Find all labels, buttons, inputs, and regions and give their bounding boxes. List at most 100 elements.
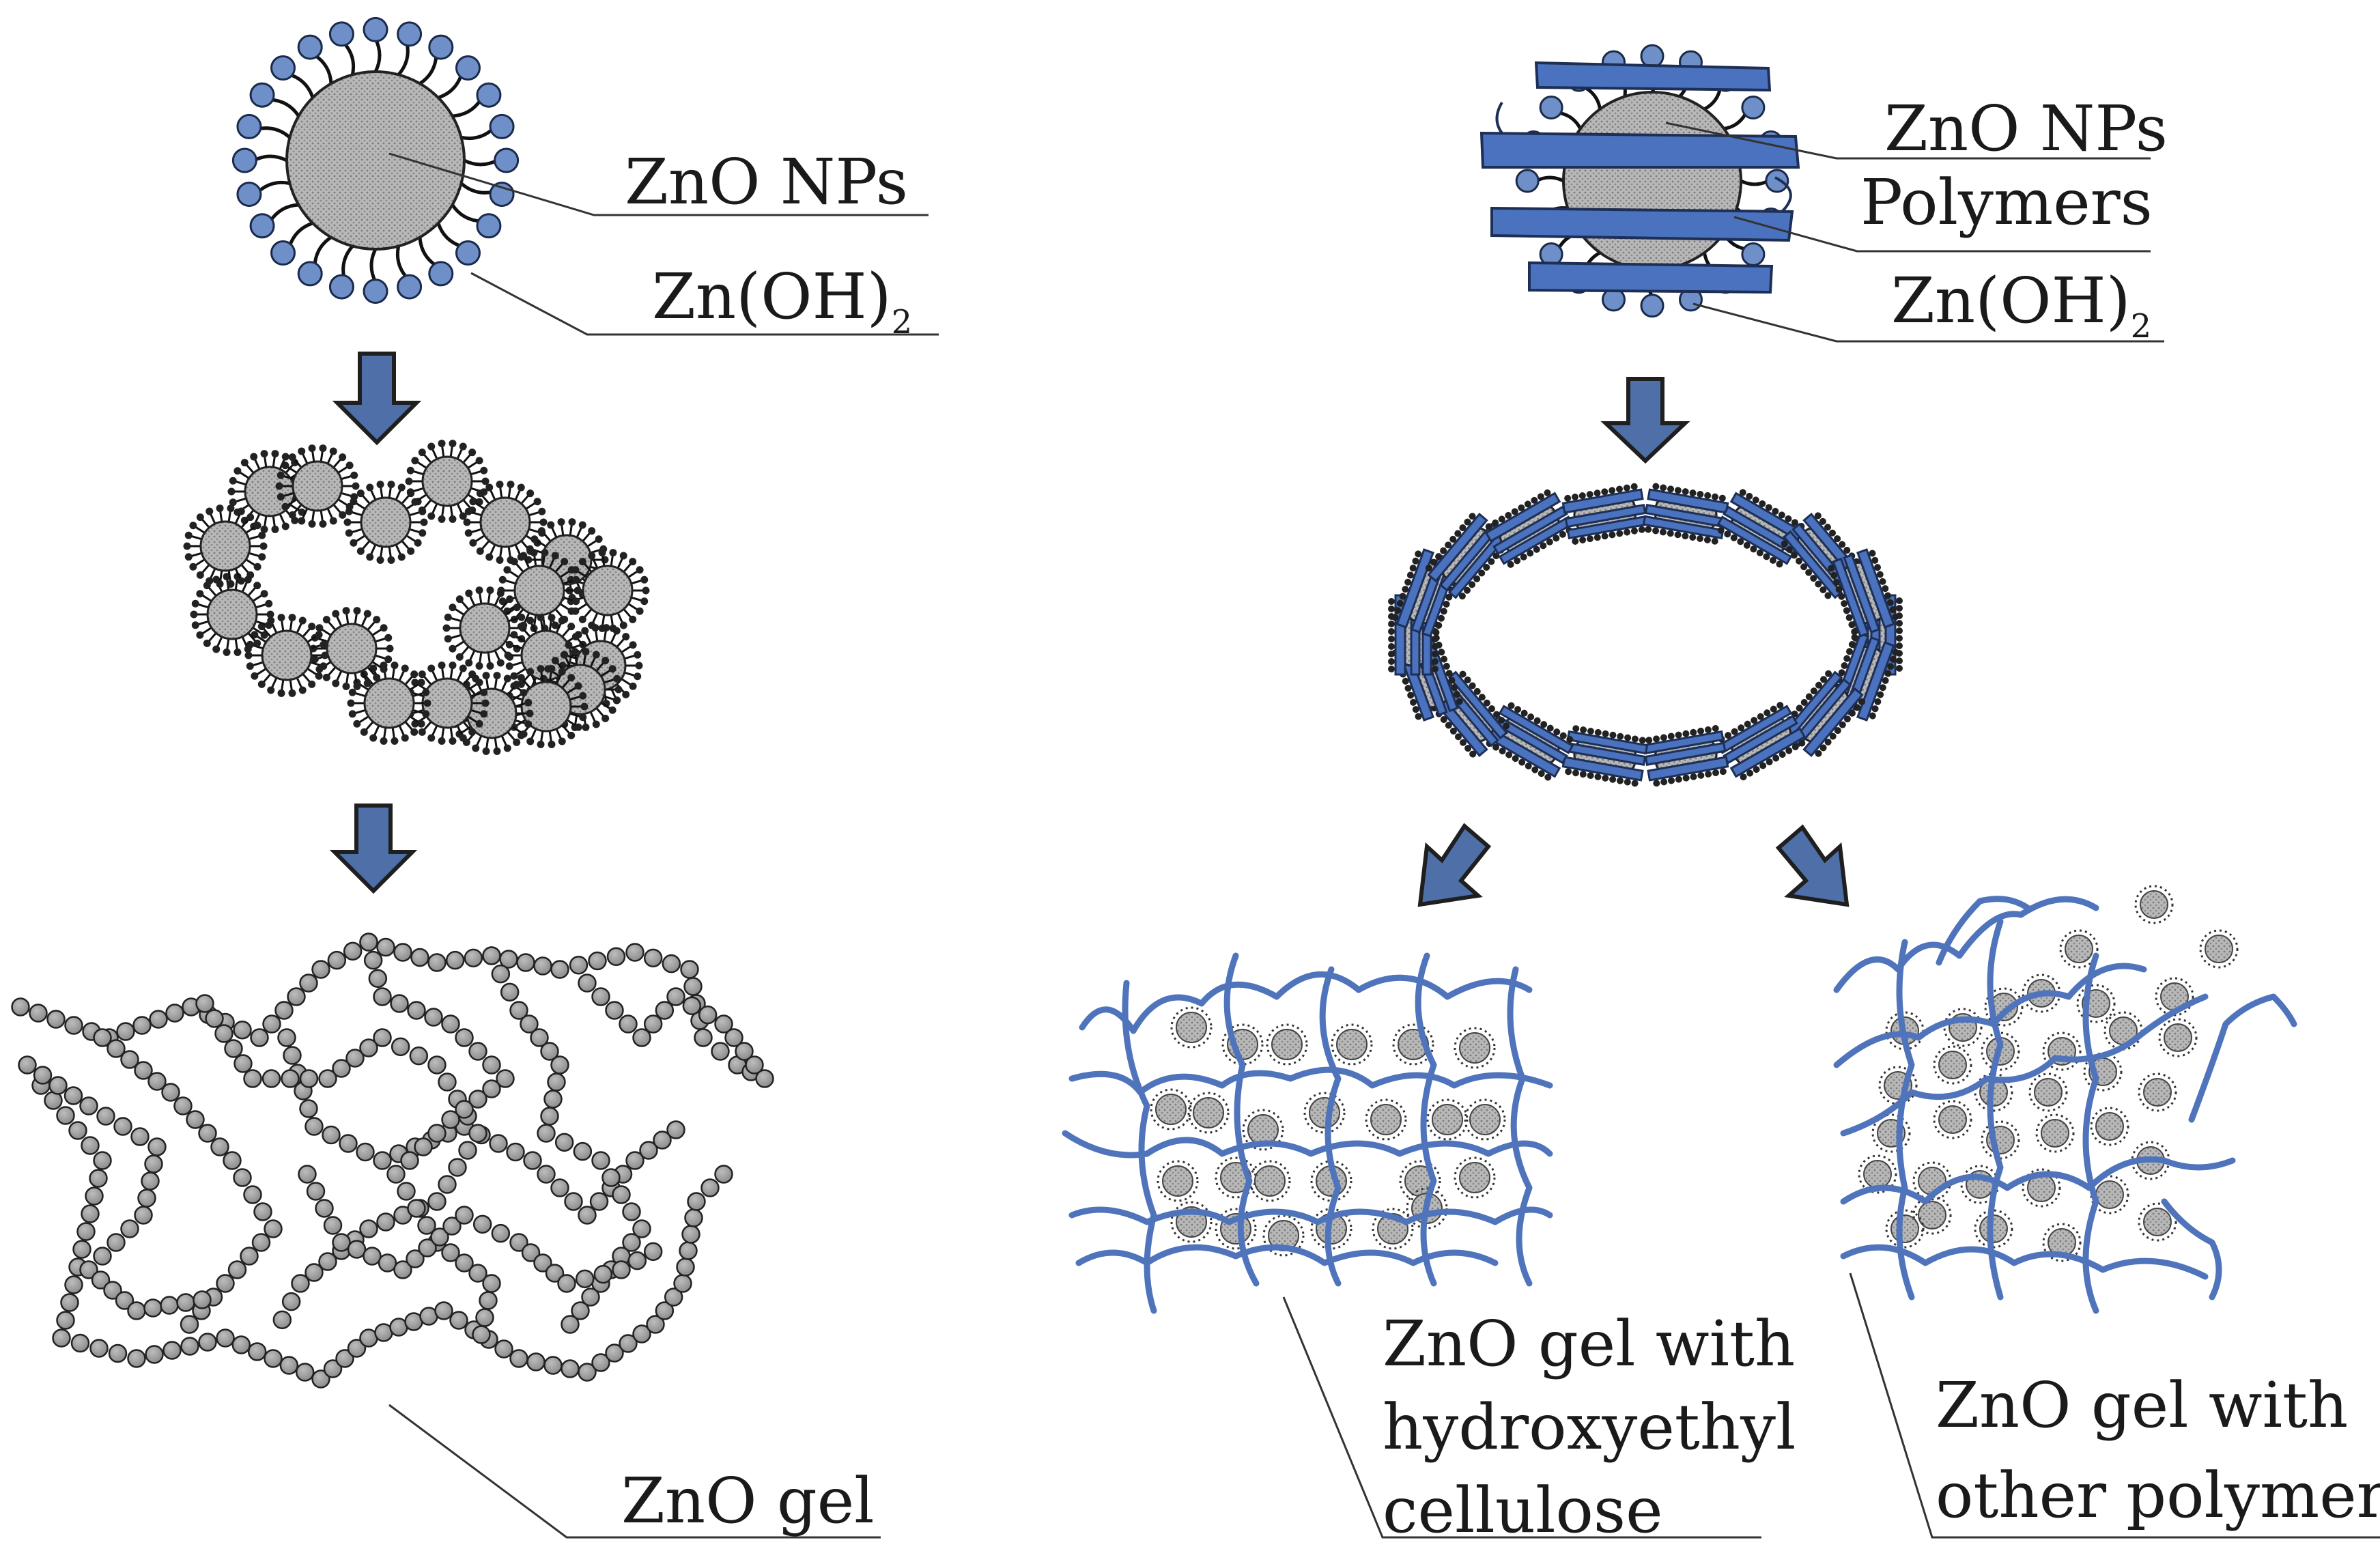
- other-gel-leader: [1849, 1272, 2380, 1539]
- gel-bead-chain: [359, 933, 515, 1344]
- ligand-bead: [455, 55, 481, 81]
- ligand-bead: [455, 240, 481, 266]
- ligand-bead: [1765, 169, 1789, 193]
- ligand-stem: [419, 55, 438, 85]
- capped-particle: [343, 481, 428, 564]
- left-zno-gel-label: ZnO gel: [621, 1464, 875, 1537]
- ligand-stem: [289, 72, 315, 98]
- ligand-stem: [1557, 111, 1583, 130]
- other-polymer-strand: [2188, 993, 2297, 1123]
- gel-nanoparticle: [1912, 1195, 1952, 1235]
- gel-nanoparticle: [1454, 1027, 1496, 1069]
- ligand-bead: [489, 113, 515, 139]
- other-polymer-strand: [2082, 952, 2099, 1314]
- ligand-stem: [452, 98, 483, 118]
- capped-particle: [504, 614, 589, 697]
- ligand-bead: [270, 55, 296, 81]
- hec-polymer-strand: [1068, 1066, 1553, 1096]
- gel-bead-chain: [31, 1076, 733, 1389]
- left-diagonal-arrow: [1417, 823, 1492, 907]
- wrapped-particle: [1561, 725, 1649, 787]
- other-polymer-strand: [1896, 939, 1915, 1300]
- hec-label-line-1: ZnO gel with: [1383, 1307, 1795, 1380]
- gel-nanoparticle: [2134, 885, 2174, 924]
- ligand-stem: [270, 98, 300, 117]
- gel-nanoparticle: [2158, 1018, 2198, 1057]
- ligand-bead: [1515, 169, 1540, 193]
- other-polymers-gel-network: [1833, 885, 2297, 1314]
- gel-nanoparticle: [2199, 929, 2239, 969]
- right-polymer-wrapped-nanoparticle: [1479, 44, 1800, 318]
- other-polymer-strand: [1840, 993, 2209, 1137]
- ligand-stem: [343, 42, 356, 75]
- capped-particle: [565, 549, 650, 632]
- hec-label-line-3: cellulose: [1383, 1474, 1663, 1547]
- ligand-bead: [328, 274, 354, 300]
- ligand-stem: [463, 158, 498, 167]
- right-nanoparticle-core: [1562, 91, 1742, 271]
- gel-nanoparticle: [1249, 1160, 1291, 1202]
- ligand-bead: [1640, 44, 1664, 68]
- other-label-line-2: other polymers: [1936, 1459, 2380, 1532]
- gel-nanoparticle: [1454, 1156, 1496, 1199]
- gel-nanoparticle: [2138, 1202, 2177, 1242]
- gel-nanoparticle: [1943, 1008, 1983, 1047]
- ligand-bead: [328, 21, 354, 47]
- right-polymer-bands: [1479, 61, 1800, 294]
- ligand-stem: [253, 154, 288, 162]
- ligand-bead: [1741, 242, 1766, 266]
- ligand-stem: [257, 180, 290, 193]
- ligand-bead: [1741, 96, 1766, 120]
- hec-gel-leader: [1282, 1296, 1761, 1539]
- gel-nanoparticle: [1303, 1092, 1346, 1134]
- gel-nanoparticle: [1157, 1160, 1199, 1202]
- gel-bead-chain: [18, 1055, 212, 1320]
- left-zno-nps-leader: [388, 152, 929, 216]
- ligand-bead: [476, 213, 502, 239]
- gel-bead-chain: [93, 1028, 283, 1334]
- ligand-bead: [1539, 96, 1563, 120]
- gel-nanoparticle: [2059, 929, 2099, 969]
- gel-nanoparticle: [1150, 1088, 1192, 1131]
- gel-nanoparticle: [1426, 1098, 1469, 1141]
- right-polymers-label: Polymers: [1860, 166, 2153, 239]
- ligand-stem: [461, 128, 494, 141]
- other-polymer-strand: [1936, 896, 2031, 966]
- gel-nanoparticle: [1885, 1209, 1925, 1249]
- ligand-bead: [476, 82, 502, 108]
- other-polymer-strand: [1840, 1156, 2236, 1205]
- other-label-line-1: ZnO gel with: [1936, 1369, 2348, 1442]
- other-polymer-strand: [1987, 918, 2004, 1300]
- capped-particle: [190, 573, 274, 656]
- wrapped-particle: [1716, 489, 1807, 568]
- capped-particle: [442, 586, 527, 670]
- gel-nanoparticle: [1464, 1098, 1506, 1141]
- wrapped-particle: [1484, 489, 1574, 568]
- gel-nanoparticle: [1933, 1045, 1972, 1085]
- ligand-bead: [363, 279, 388, 304]
- ligand-bead: [428, 34, 454, 60]
- ligand-stem: [1740, 179, 1770, 186]
- ligand-bead: [297, 34, 323, 60]
- capped-particle: [504, 665, 589, 748]
- ligand-stem: [451, 203, 481, 223]
- gel-nanoparticle: [2028, 1072, 2068, 1112]
- ligand-bead: [494, 147, 520, 173]
- gel-nanoparticle: [1266, 1023, 1308, 1066]
- ligand-bead: [297, 261, 323, 287]
- hec-label-line-2: hydroxyethyl: [1383, 1391, 1796, 1464]
- gel-nanoparticle: [1933, 1100, 1972, 1139]
- ligand-stem: [257, 126, 292, 139]
- wrapped-particle: [1425, 513, 1510, 600]
- ligand-bead: [489, 182, 515, 208]
- gel-nanoparticle: [1170, 1201, 1213, 1243]
- ligand-stem: [313, 236, 332, 266]
- ligand-stem: [268, 203, 299, 223]
- other-polymer-strand: [1833, 896, 2099, 993]
- ligand-stem: [397, 42, 410, 76]
- hec-polymer-strand: [1068, 1206, 1553, 1225]
- ligand-bead: [397, 274, 423, 300]
- capped-particle: [405, 440, 490, 523]
